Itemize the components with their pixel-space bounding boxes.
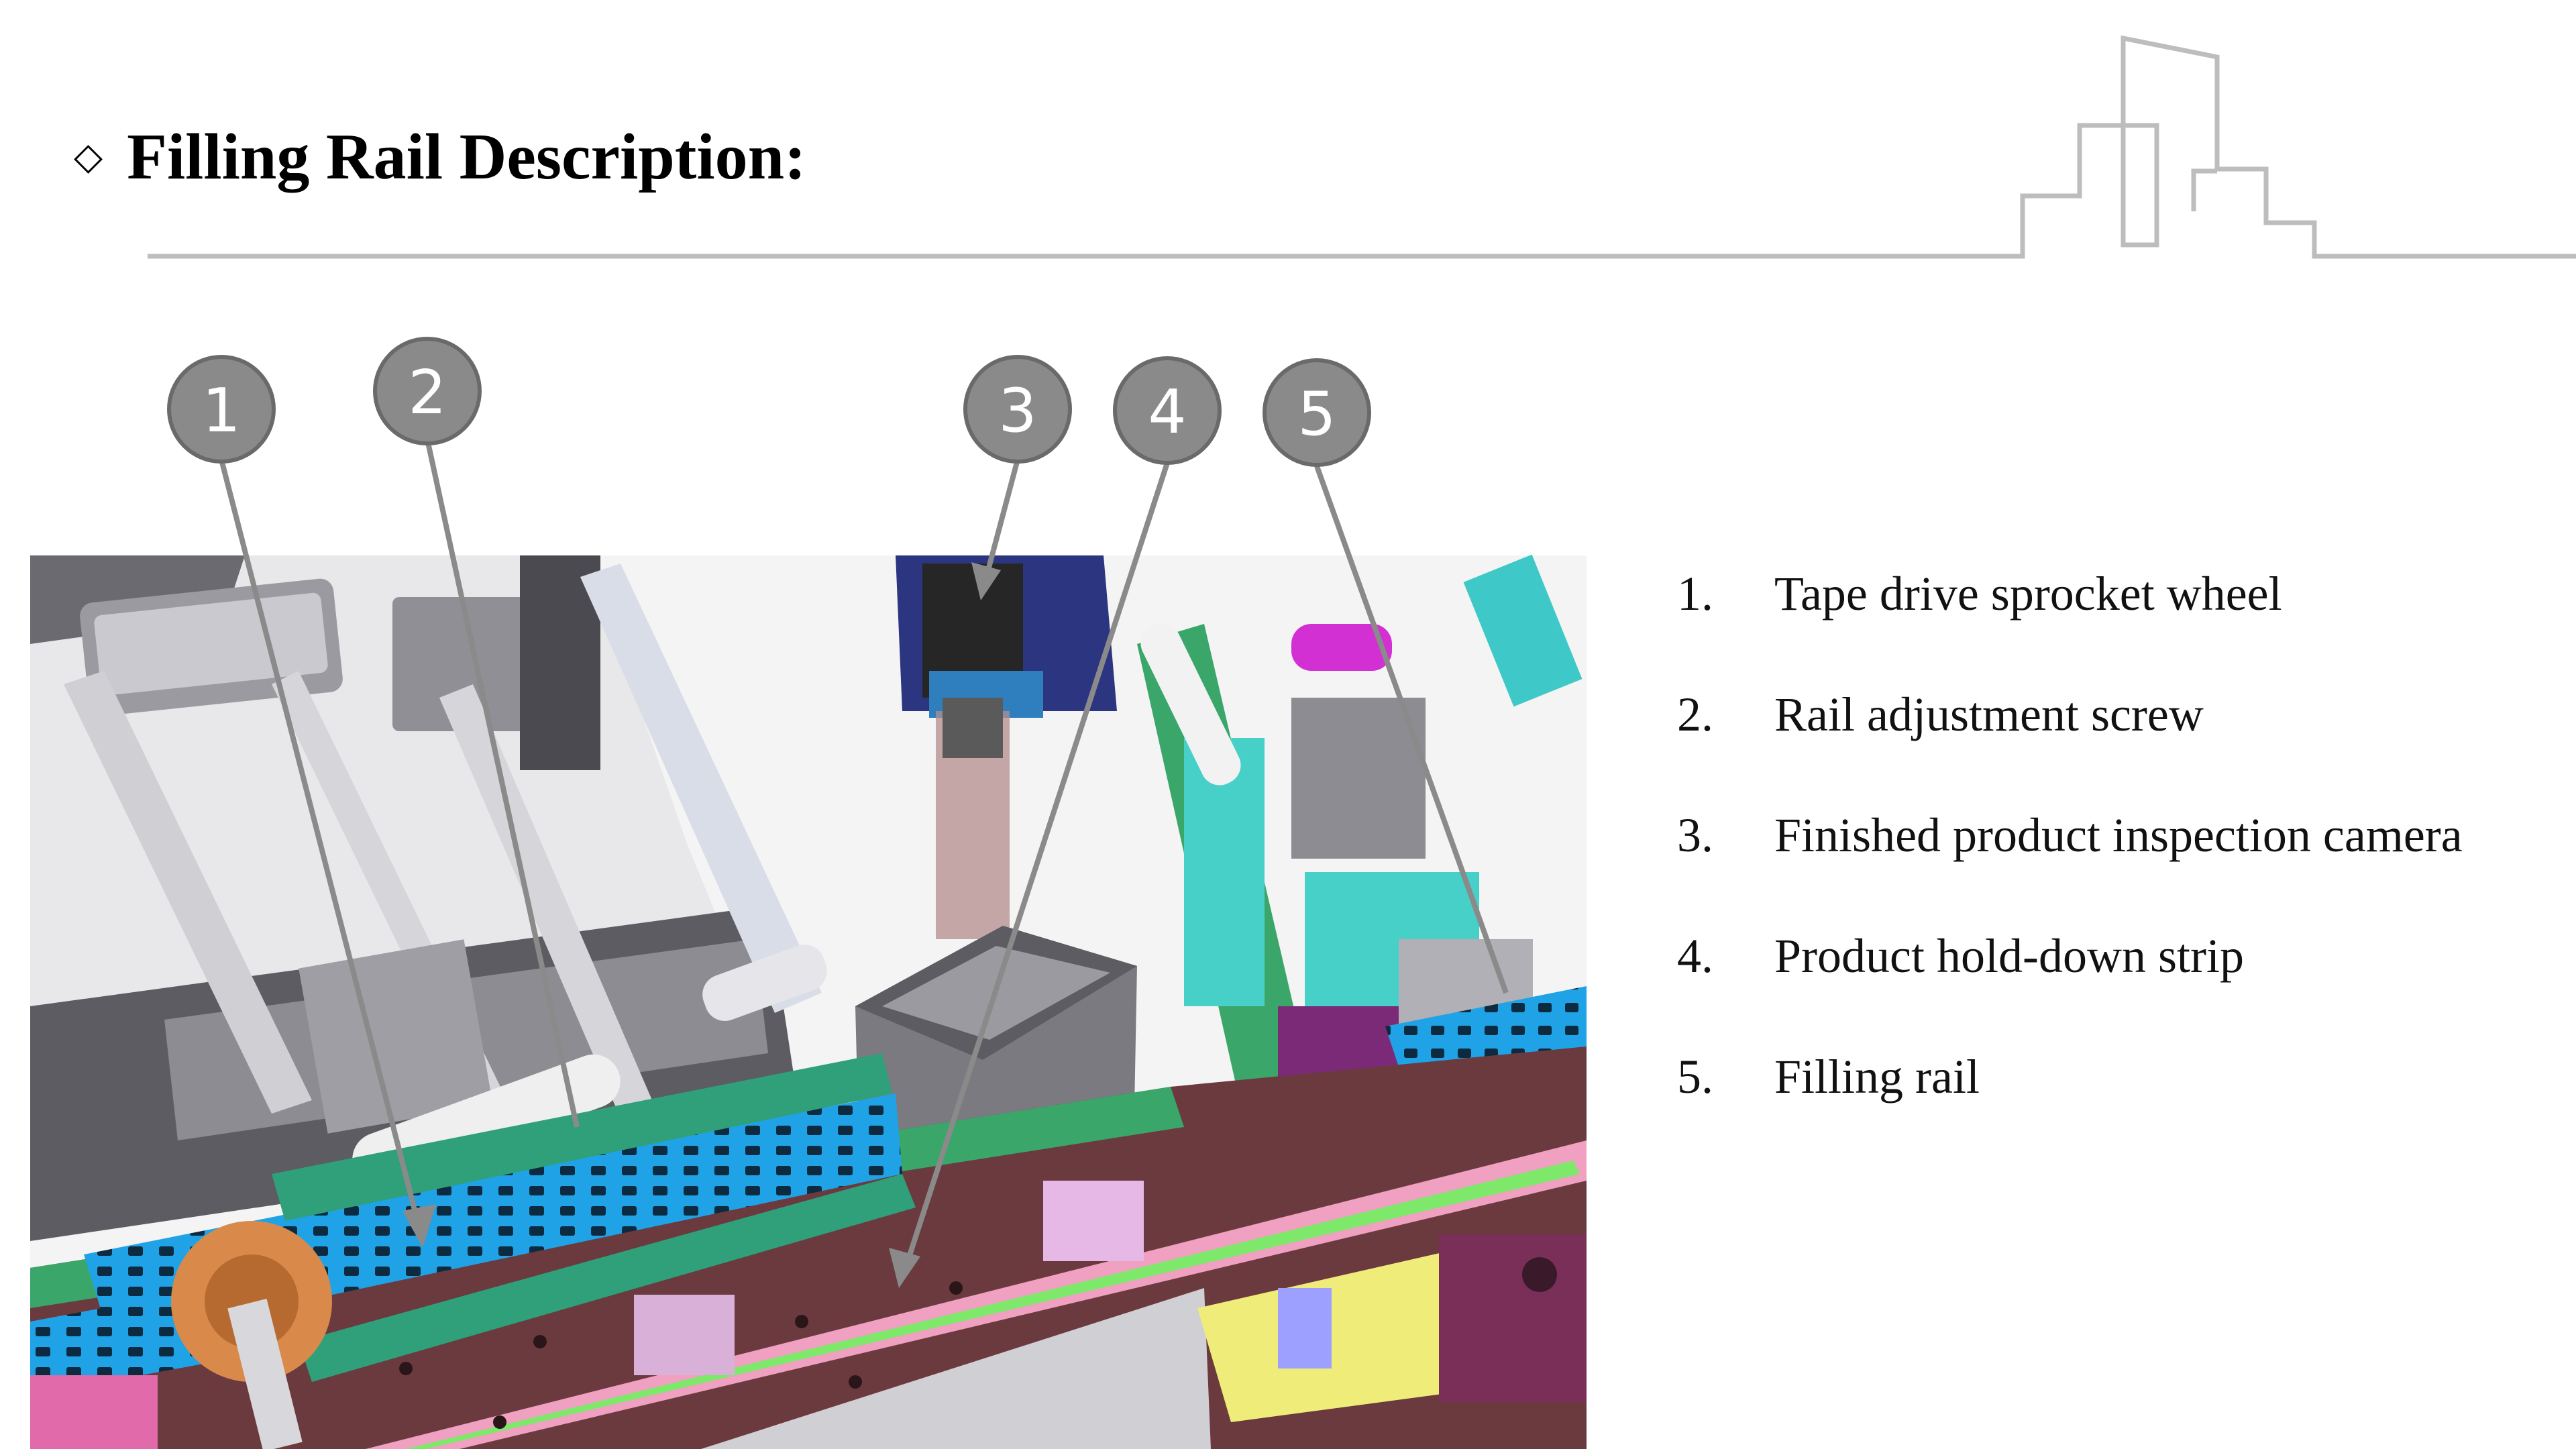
callout-badge-2: 2 — [373, 337, 482, 445]
title-row: ◇ Filling Rail Description: — [74, 124, 806, 190]
legend-text: Tape drive sprocket wheel — [1774, 567, 2282, 621]
callout-number-2: 2 — [408, 358, 446, 428]
callout-number-3: 3 — [998, 376, 1036, 446]
header-skyline-decoration — [148, 35, 2576, 259]
diamond-bullet-icon: ◇ — [74, 135, 103, 178]
callout-number-4: 4 — [1148, 377, 1186, 447]
legend-number: 2. — [1677, 688, 1713, 741]
callout-number-1: 1 — [202, 376, 240, 446]
legend-number: 4. — [1677, 929, 1713, 983]
header-rule-line — [148, 35, 2576, 259]
leader-arrowhead-4 — [889, 1248, 920, 1288]
leader-line-5 — [1314, 465, 1509, 994]
legend-text: Product hold-down strip — [1774, 929, 2244, 983]
leader-arrowhead-3 — [971, 562, 1001, 600]
leader-line-1 — [219, 459, 425, 1242]
page-title: Filling Rail Description: — [127, 121, 806, 193]
leader-arrowhead-1 — [402, 1204, 436, 1248]
callout-number-5: 5 — [1297, 379, 1336, 449]
legend-text: Finished product inspection camera — [1774, 808, 2463, 862]
callout-badge-1: 1 — [167, 355, 276, 464]
legend-item: 3. Finished product inspection camera — [1677, 805, 2482, 865]
leader-line-4 — [900, 462, 1170, 1279]
legend-text: Filling rail — [1774, 1050, 1980, 1104]
legend-item: 5. Filling rail — [1677, 1046, 2482, 1107]
callout-badge-3: 3 — [963, 355, 1072, 464]
legend-item: 4. Product hold-down strip — [1677, 926, 2482, 986]
component-legend: 1. Tape drive sprocket wheel 2. Rail adj… — [1677, 564, 2482, 1167]
legend-item: 1. Tape drive sprocket wheel — [1677, 564, 2482, 624]
leader-line-2 — [425, 439, 580, 1128]
legend-item: 2. Rail adjustment screw — [1677, 684, 2482, 745]
callout-badge-4: 4 — [1113, 356, 1222, 465]
callout-badge-5: 5 — [1263, 358, 1371, 467]
legend-number: 5. — [1677, 1050, 1713, 1104]
legend-number: 3. — [1677, 808, 1713, 862]
legend-number: 1. — [1677, 567, 1713, 621]
legend-text: Rail adjustment screw — [1774, 688, 2204, 741]
skyline-inner-tower — [2191, 168, 2217, 211]
filling-rail-illustration — [30, 554, 1587, 1449]
